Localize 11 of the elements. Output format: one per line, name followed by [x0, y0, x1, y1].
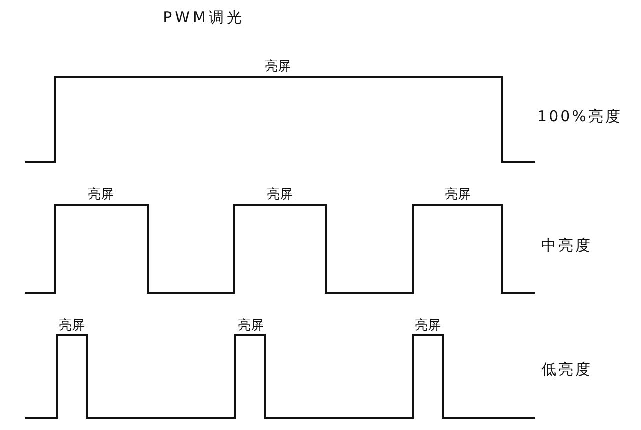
diagram-title: PWM调光 [163, 10, 245, 26]
waveform-label: 亮屏 [88, 188, 114, 202]
waveform-label: 亮屏 [267, 188, 293, 202]
waveform-label: 亮屏 [59, 320, 85, 332]
waveform-label: 亮屏 [238, 320, 264, 332]
waveform-label: 亮屏 [445, 188, 471, 202]
waveform-label: 亮屏 [415, 320, 441, 332]
brightness-label: 100%亮度 [538, 110, 622, 124]
brightness-label: 低亮度 [542, 362, 592, 378]
waveform-label: 亮屏 [265, 60, 291, 74]
brightness-label: 中亮度 [542, 238, 592, 254]
